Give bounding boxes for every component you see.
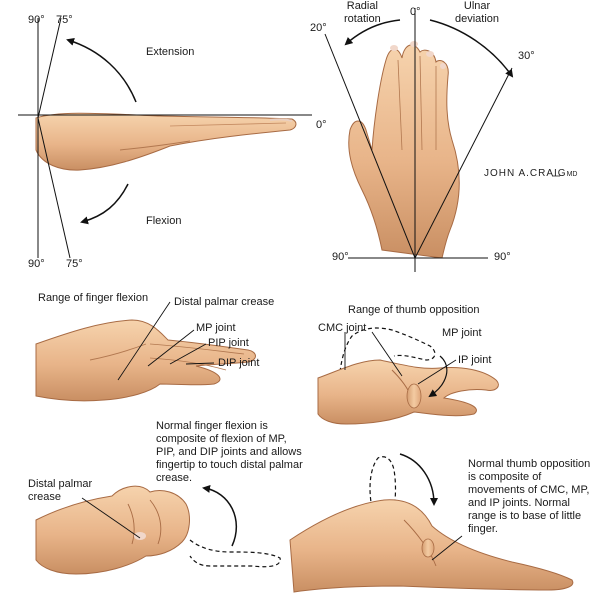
pip-joint-label: PIP joint [208,337,249,349]
angle-90-top-label: 90° [28,14,45,26]
finger-flexion-note: Normal finger flexion is composite of fl… [156,420,303,484]
thumb-raised-outline [369,456,397,509]
distal-palmar-crease-label: Distal palmar crease [174,296,275,308]
deviation-angle-0-label: 0° [410,6,421,18]
cmc-joint-label: CMC joint [318,322,367,334]
finger-extended-outline [189,539,281,568]
thumb-mp-joint-label: MP joint [442,327,482,339]
extension-label: Extension [146,46,195,58]
thumb-opposition-panel [317,327,499,425]
fist-crease-label: Distal palmar crease [28,478,93,503]
flexion-label: Flexion [146,215,182,227]
angle-90-bottom-label: 90° [28,258,45,270]
dorsal-hand [348,44,460,259]
angle-90-right-label: 90° [494,251,511,263]
side-view-hand [35,112,297,171]
angle-30-label: 30° [518,50,535,62]
thumb-extended-outline [339,327,436,373]
finger-flexion-hand [35,319,256,402]
thumb-base-panel [289,453,574,593]
dip-joint-label: DIP joint [218,357,260,369]
signature-suffix: MD [566,171,578,178]
thumb-opposition-note: Normal thumb opposition is composite of … [468,458,591,535]
thumb-opposition-title: Range of thumb opposition [348,304,480,316]
fist-hand [35,485,190,575]
artist-signature: JOHN A.CRAIGMD [484,167,577,181]
angle-20-label: 20° [310,22,327,34]
angle-90-left-label: 90° [332,251,349,263]
signature-name: JOHN A.CRAIG [484,168,567,179]
extension-flexion-panel [18,17,312,259]
deviation-panel [324,8,560,272]
mp-joint-label: MP joint [196,322,236,334]
angle-75-top-label: 75° [56,14,73,26]
ulnar-deviation-label: Ulnar deviation [455,0,500,25]
angle-75-bottom-label: 75° [66,258,83,270]
finger-flexion-title: Range of finger flexion [38,292,149,304]
fist-panel [35,484,281,575]
radial-rotation-label: Radial rotation [344,0,381,25]
ip-joint-label: IP joint [458,354,492,366]
angle-0-label: 0° [316,119,327,131]
finger-flexion-panel [35,301,256,402]
